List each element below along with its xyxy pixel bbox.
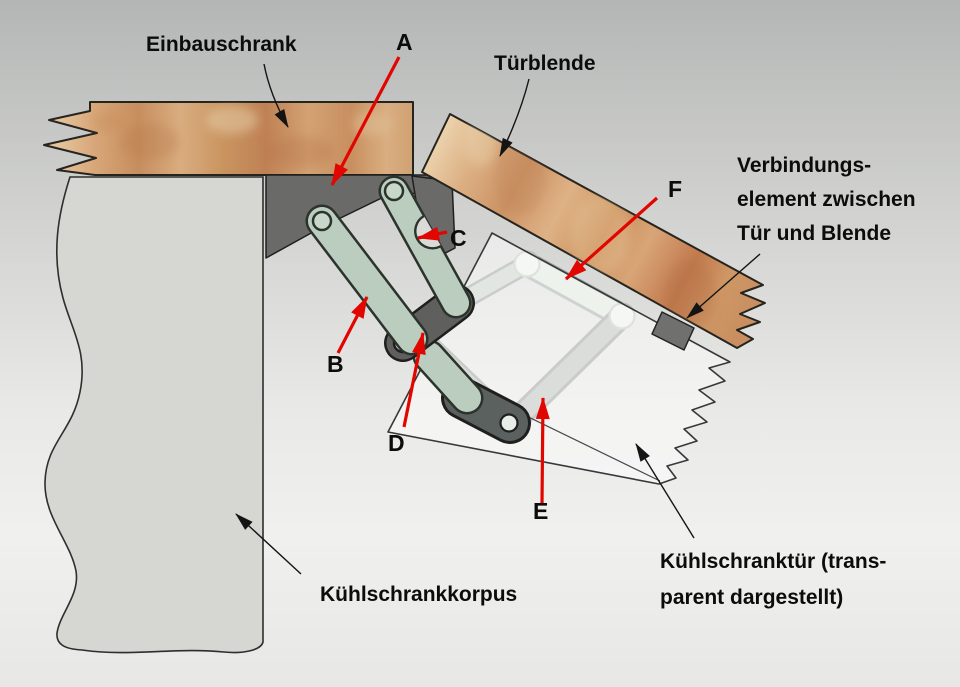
arrow-d (402, 332, 426, 428)
pivot-cap (499, 413, 519, 433)
arrow-einbauschrank (263, 63, 289, 128)
cabinet-board (43, 101, 414, 176)
label-tuer-2: parent dargestellt) (660, 586, 843, 609)
pivot-b-top (311, 210, 333, 232)
arrow-verbindungselement (686, 253, 761, 319)
letter-d: D (388, 430, 405, 456)
label-verbindung-1: Verbindungs- (737, 154, 871, 177)
letter-c: C (450, 225, 467, 251)
door-front-panel (421, 113, 766, 349)
letter-b: B (327, 351, 344, 377)
letter-e: E (533, 498, 548, 524)
connecting-element (651, 311, 695, 351)
label-verbindung-2: element zwischen (737, 188, 916, 211)
black-leader-arrows (235, 63, 761, 575)
link-b (305, 204, 429, 356)
label-einbauschrank: Einbauschrank (146, 33, 297, 56)
letter-a: A (396, 29, 413, 55)
lower-green-link (412, 339, 484, 415)
red-reference-arrows (330, 56, 659, 505)
arrow-kuehlschranktuer (635, 443, 695, 539)
arrow-tuerblende (499, 78, 530, 157)
refrigerator-body-shape (44, 176, 264, 654)
label-tuer-1: Kühlschranktür (trans- (660, 550, 886, 573)
wood-grain-blotches (92, 106, 392, 168)
label-korpus: Kühlschrankkorpus (320, 583, 517, 606)
label-tuerblende: Türblende (494, 52, 596, 75)
letter-f: F (668, 176, 682, 202)
arrow-c (417, 226, 448, 241)
arrow-e (535, 397, 550, 505)
pivot-c-top (383, 180, 405, 202)
label-verbindung-3: Tür und Blende (737, 222, 891, 245)
arrow-b (336, 296, 369, 354)
arrow-korpus (235, 513, 302, 575)
arrow-a (330, 56, 401, 186)
arrow-f (564, 196, 659, 281)
